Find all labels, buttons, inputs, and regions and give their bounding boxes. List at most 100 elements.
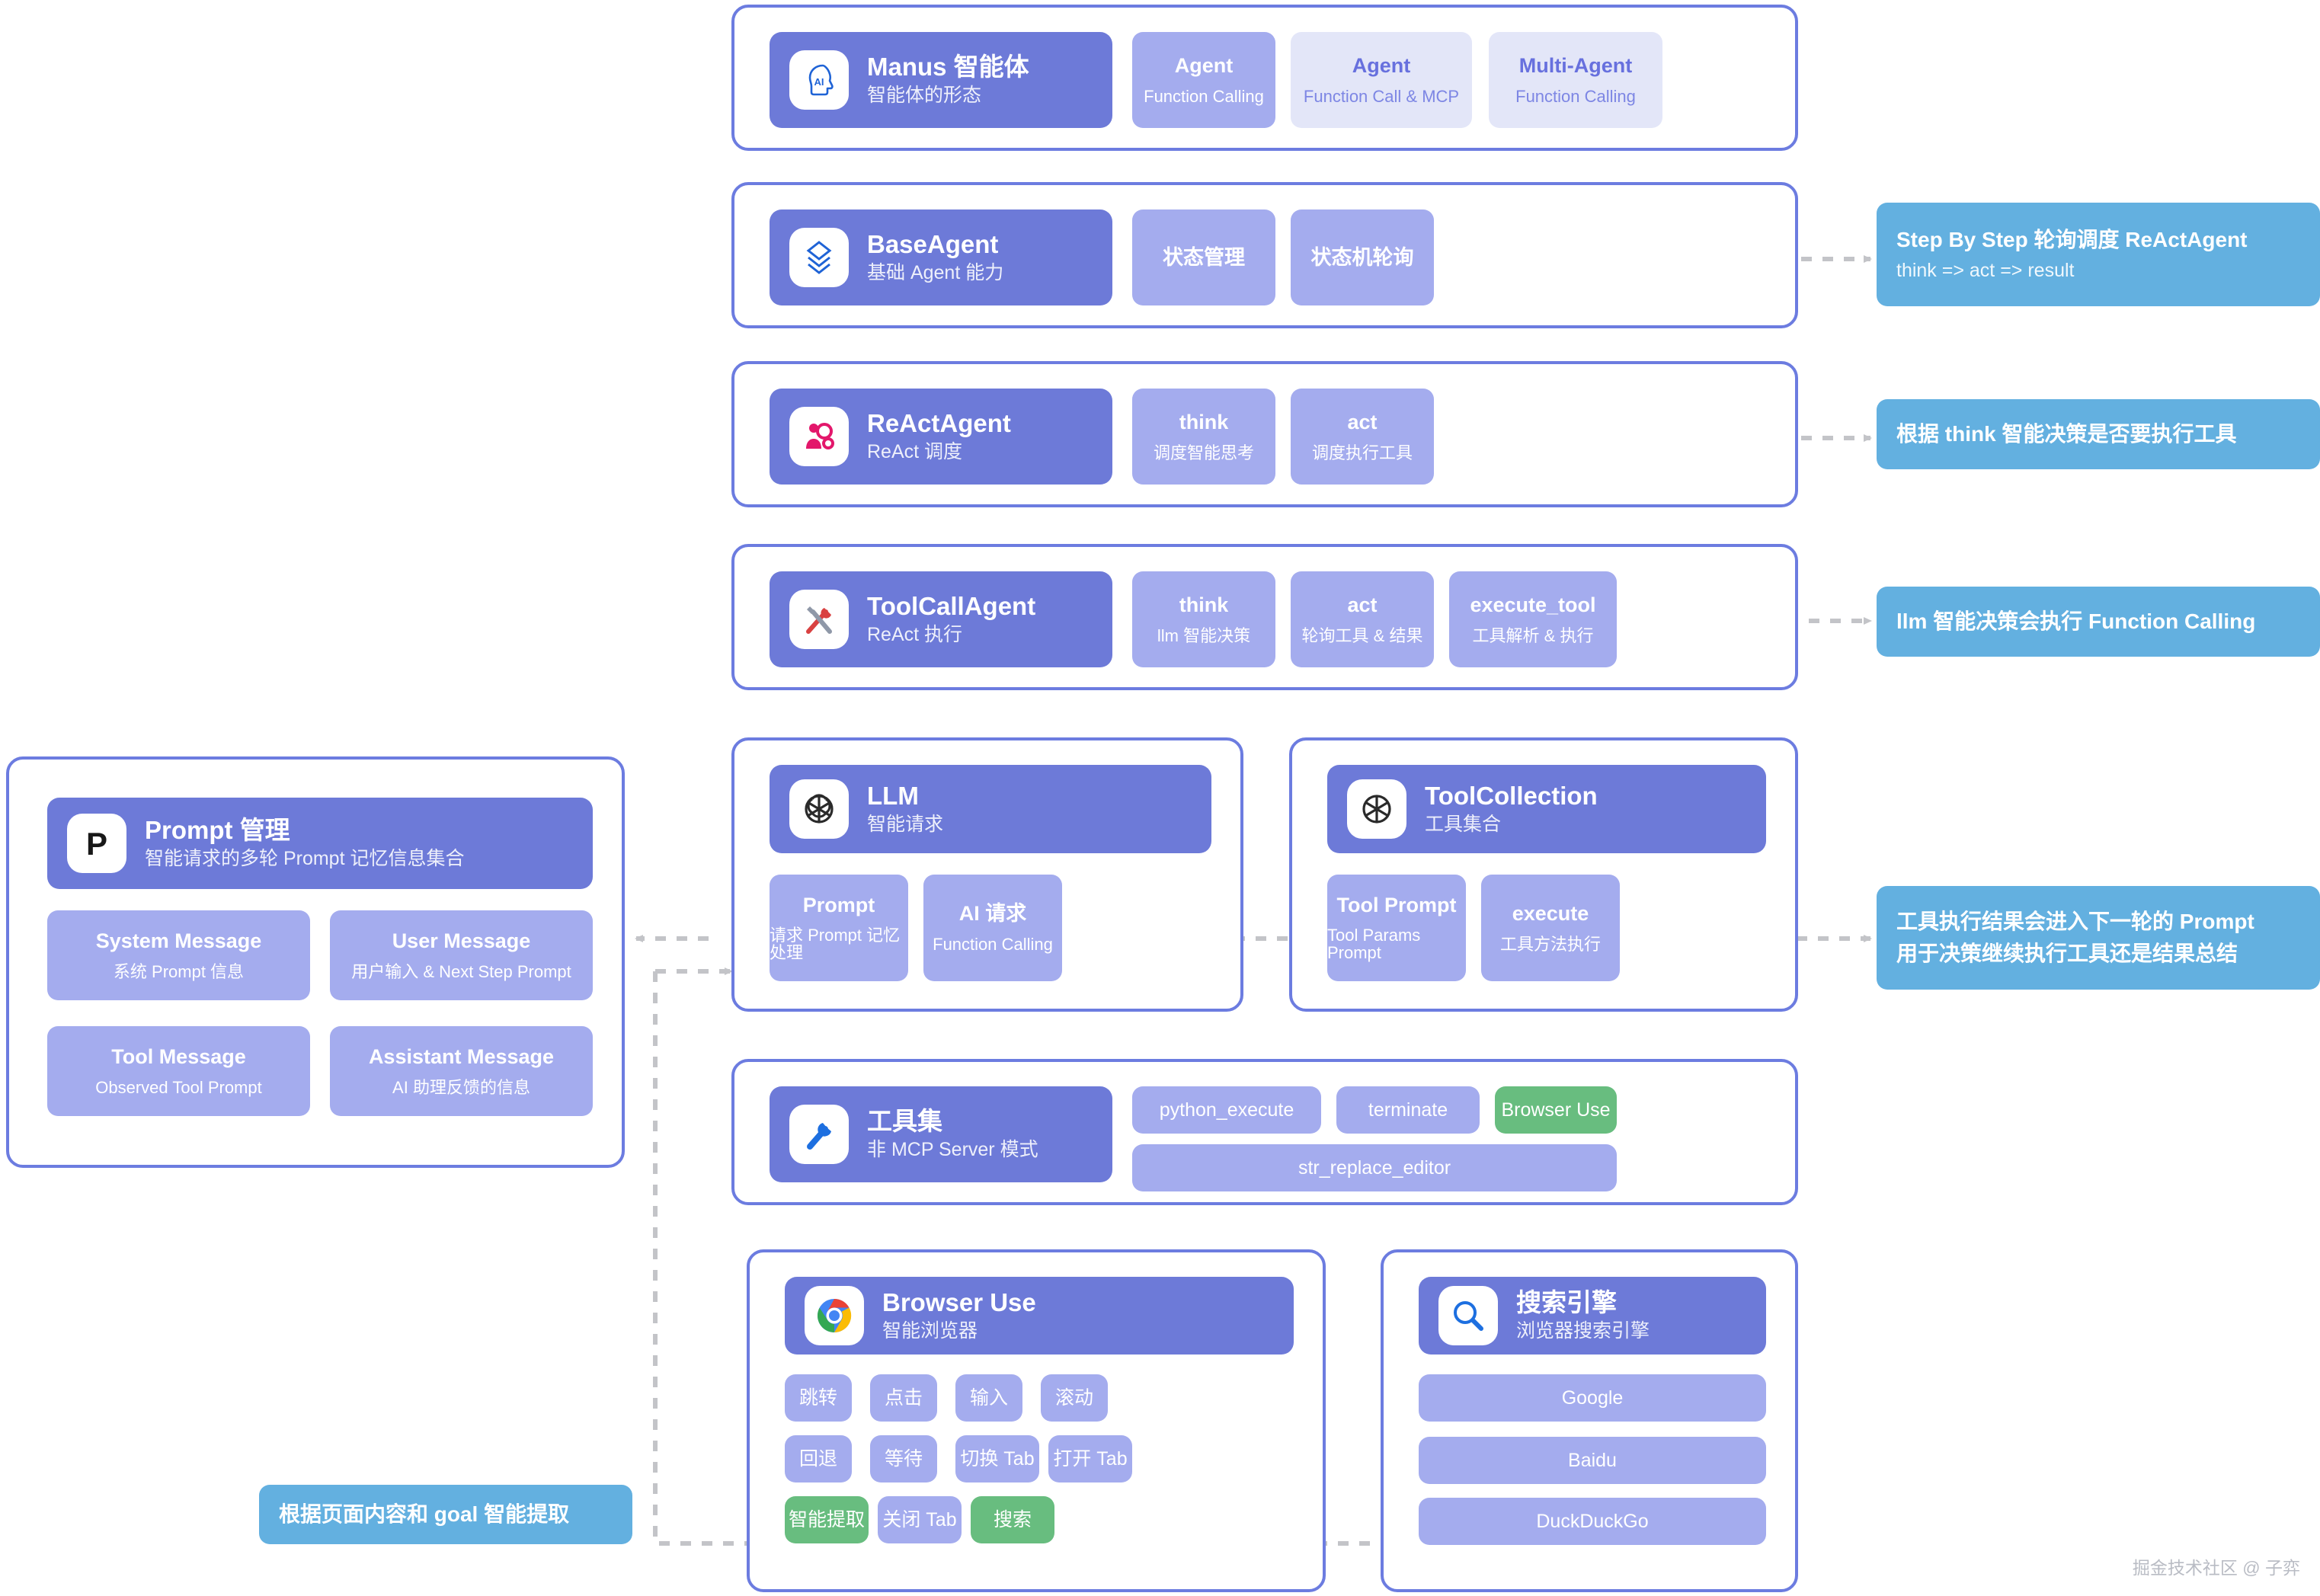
chip-title: 等待 (884, 1447, 923, 1470)
chip-state-management[interactable]: 状态管理 (1132, 209, 1275, 305)
chip-search-duckduckgo[interactable]: DuckDuckGo (1419, 1498, 1766, 1545)
card-baseagent-header: BaseAgent 基础 Agent 能力 (770, 209, 1112, 305)
chip-python-execute[interactable]: python_execute (1132, 1086, 1321, 1134)
chip-subtitle: 请求 Prompt 记忆处理 (770, 926, 901, 963)
svg-text:AI: AI (814, 76, 824, 88)
chip-user-message[interactable]: User Message 用户输入 & Next Step Prompt (330, 910, 593, 1000)
card-subtitle: 基础 Agent 能力 (867, 262, 1004, 284)
panel-toolset: 工具集 非 MCP Server 模式 python_execute termi… (731, 1059, 1798, 1205)
card-title: Manus 智能体 (867, 53, 1029, 82)
chip-title: Google (1561, 1387, 1624, 1409)
chip-toolcall-think[interactable]: think llm 智能决策 (1132, 571, 1275, 667)
chip-agent-function-call-mcp[interactable]: Agent Function Call & MCP (1291, 32, 1472, 128)
card-subtitle: 工具集合 (1425, 814, 1502, 836)
gears-person-icon (789, 407, 849, 466)
chip-react-act[interactable]: act 调度执行工具 (1291, 389, 1434, 485)
chip-title: 状态机轮询 (1310, 245, 1414, 269)
chip-browser-use-tool[interactable]: Browser Use (1495, 1086, 1617, 1134)
chip-subtitle: 工具方法执行 (1499, 934, 1601, 954)
note-step-by-step: Step By Step 轮询调度 ReActAgent think => ac… (1877, 203, 2320, 306)
chip-title: act (1347, 411, 1378, 434)
chip-browser-click[interactable]: 点击 (870, 1374, 937, 1422)
note-line1: llm 智能决策会执行 Function Calling (1896, 609, 2256, 633)
chip-title: execute (1512, 902, 1589, 926)
chip-subtitle: llm 智能决策 (1157, 625, 1251, 645)
chip-browser-open-tab[interactable]: 打开 Tab (1048, 1435, 1132, 1482)
card-subtitle: 智能体的形态 (867, 85, 982, 107)
card-search-header: 搜索引擎 浏览器搜索引擎 (1419, 1277, 1766, 1355)
card-subtitle: 智能请求 (867, 814, 944, 836)
chip-browser-back[interactable]: 回退 (785, 1435, 852, 1482)
chip-llm-ai-request[interactable]: AI 请求 Function Calling (923, 875, 1062, 981)
chip-title: python_execute (1159, 1099, 1294, 1121)
chip-title: 输入 (969, 1387, 1008, 1409)
chip-toolcall-execute-tool[interactable]: execute_tool 工具解析 & 执行 (1449, 571, 1617, 667)
card-subtitle: ReAct 调度 (867, 441, 963, 463)
chip-title: System Message (95, 929, 262, 953)
chip-search-baidu[interactable]: Baidu (1419, 1437, 1766, 1484)
blue-wrench-icon (789, 1105, 849, 1164)
chip-subtitle: Observed Tool Prompt (95, 1077, 262, 1097)
card-title: ReActAgent (867, 409, 1011, 438)
chip-title: str_replace_editor (1298, 1156, 1451, 1179)
chip-terminate[interactable]: terminate (1336, 1086, 1480, 1134)
card-toolcallagent-header: ToolCallAgent ReAct 执行 (770, 571, 1112, 667)
card-title: Browser Use (882, 1288, 1036, 1317)
chip-title: 跳转 (798, 1387, 837, 1409)
chip-agent-function-calling[interactable]: Agent Function Calling (1132, 32, 1275, 128)
chip-str-replace-editor[interactable]: str_replace_editor (1132, 1144, 1617, 1191)
letter-p-icon: P (67, 814, 126, 873)
chip-browser-wait[interactable]: 等待 (870, 1435, 937, 1482)
note-line1: 工具执行结果会进入下一轮的 Prompt (1896, 909, 2254, 933)
chip-browser-smart-extract[interactable]: 智能提取 (785, 1496, 869, 1543)
chip-title: Agent (1352, 54, 1411, 78)
chip-assistant-message[interactable]: Assistant Message AI 助理反馈的信息 (330, 1026, 593, 1116)
note-react-decision: 根据 think 智能决策是否要执行工具 (1877, 399, 2320, 469)
chip-browser-scroll[interactable]: 滚动 (1041, 1374, 1108, 1422)
card-reactagent-header: ReActAgent ReAct 调度 (770, 389, 1112, 485)
chip-subtitle: Function Call & MCP (1303, 86, 1460, 106)
chip-browser-switch-tab[interactable]: 切换 Tab (955, 1435, 1039, 1482)
chip-toolcall-act[interactable]: act 轮询工具 & 结果 (1291, 571, 1434, 667)
note-line1: Step By Step 轮询调度 ReActAgent (1896, 227, 2248, 251)
chip-react-think[interactable]: think 调度智能思考 (1132, 389, 1275, 485)
chip-title: terminate (1368, 1099, 1448, 1121)
chip-title: 回退 (798, 1447, 837, 1470)
openai-icon (789, 779, 849, 839)
chip-llm-prompt[interactable]: Prompt 请求 Prompt 记忆处理 (770, 875, 908, 981)
credit-watermark: 掘金技术社区 @ 子弈 (2132, 1558, 2300, 1578)
svg-text:P: P (86, 826, 107, 862)
note-line1: 根据页面内容和 goal 智能提取 (279, 1502, 570, 1526)
panel-tool-collection: ToolCollection 工具集合 Tool Prompt Tool Par… (1289, 737, 1798, 1012)
chip-browser-input[interactable]: 输入 (955, 1374, 1022, 1422)
chip-title: think (1179, 411, 1229, 434)
chip-subtitle: 轮询工具 & 结果 (1301, 625, 1423, 645)
chip-title: Tool Message (111, 1045, 246, 1069)
chip-state-machine-polling[interactable]: 状态机轮询 (1291, 209, 1434, 305)
chip-search-google[interactable]: Google (1419, 1374, 1766, 1422)
panel-prompt-management: P Prompt 管理 智能请求的多轮 Prompt 记忆信息集合 System… (6, 756, 625, 1168)
chip-multi-agent[interactable]: Multi-Agent Function Calling (1489, 32, 1662, 128)
card-subtitle: 浏览器搜索引擎 (1516, 1320, 1650, 1342)
chip-subtitle: 用户输入 & Next Step Prompt (351, 961, 571, 981)
chip-title: AI 请求 (958, 902, 1027, 926)
card-title: 搜索引擎 (1516, 1288, 1617, 1317)
chip-title: 关闭 Tab (882, 1508, 957, 1530)
chip-subtitle: Tool Params Prompt (1327, 926, 1421, 963)
magnifier-icon (1438, 1286, 1498, 1345)
chip-tool-execute[interactable]: execute 工具方法执行 (1481, 875, 1620, 981)
panel-search-engine: 搜索引擎 浏览器搜索引擎 Google Baidu DuckDuckGo (1381, 1249, 1798, 1592)
chip-title: 状态管理 (1163, 245, 1245, 269)
chip-tool-prompt[interactable]: Tool Prompt Tool Params Prompt (1327, 875, 1466, 981)
chip-browser-search[interactable]: 搜索 (971, 1496, 1054, 1543)
panel-react-agent: ReActAgent ReAct 调度 think 调度智能思考 act 调度执… (731, 361, 1798, 507)
chip-tool-message[interactable]: Tool Message Observed Tool Prompt (47, 1026, 310, 1116)
card-subtitle: ReAct 执行 (867, 624, 963, 646)
chip-browser-navigate[interactable]: 跳转 (785, 1374, 852, 1422)
chip-browser-close-tab[interactable]: 关闭 Tab (878, 1496, 962, 1543)
chip-title: Assistant Message (368, 1045, 555, 1069)
connector-prompt-browser-rail (653, 971, 747, 1546)
chip-title: act (1347, 593, 1378, 617)
chip-system-message[interactable]: System Message 系统 Prompt 信息 (47, 910, 310, 1000)
chip-title: 点击 (884, 1387, 923, 1409)
